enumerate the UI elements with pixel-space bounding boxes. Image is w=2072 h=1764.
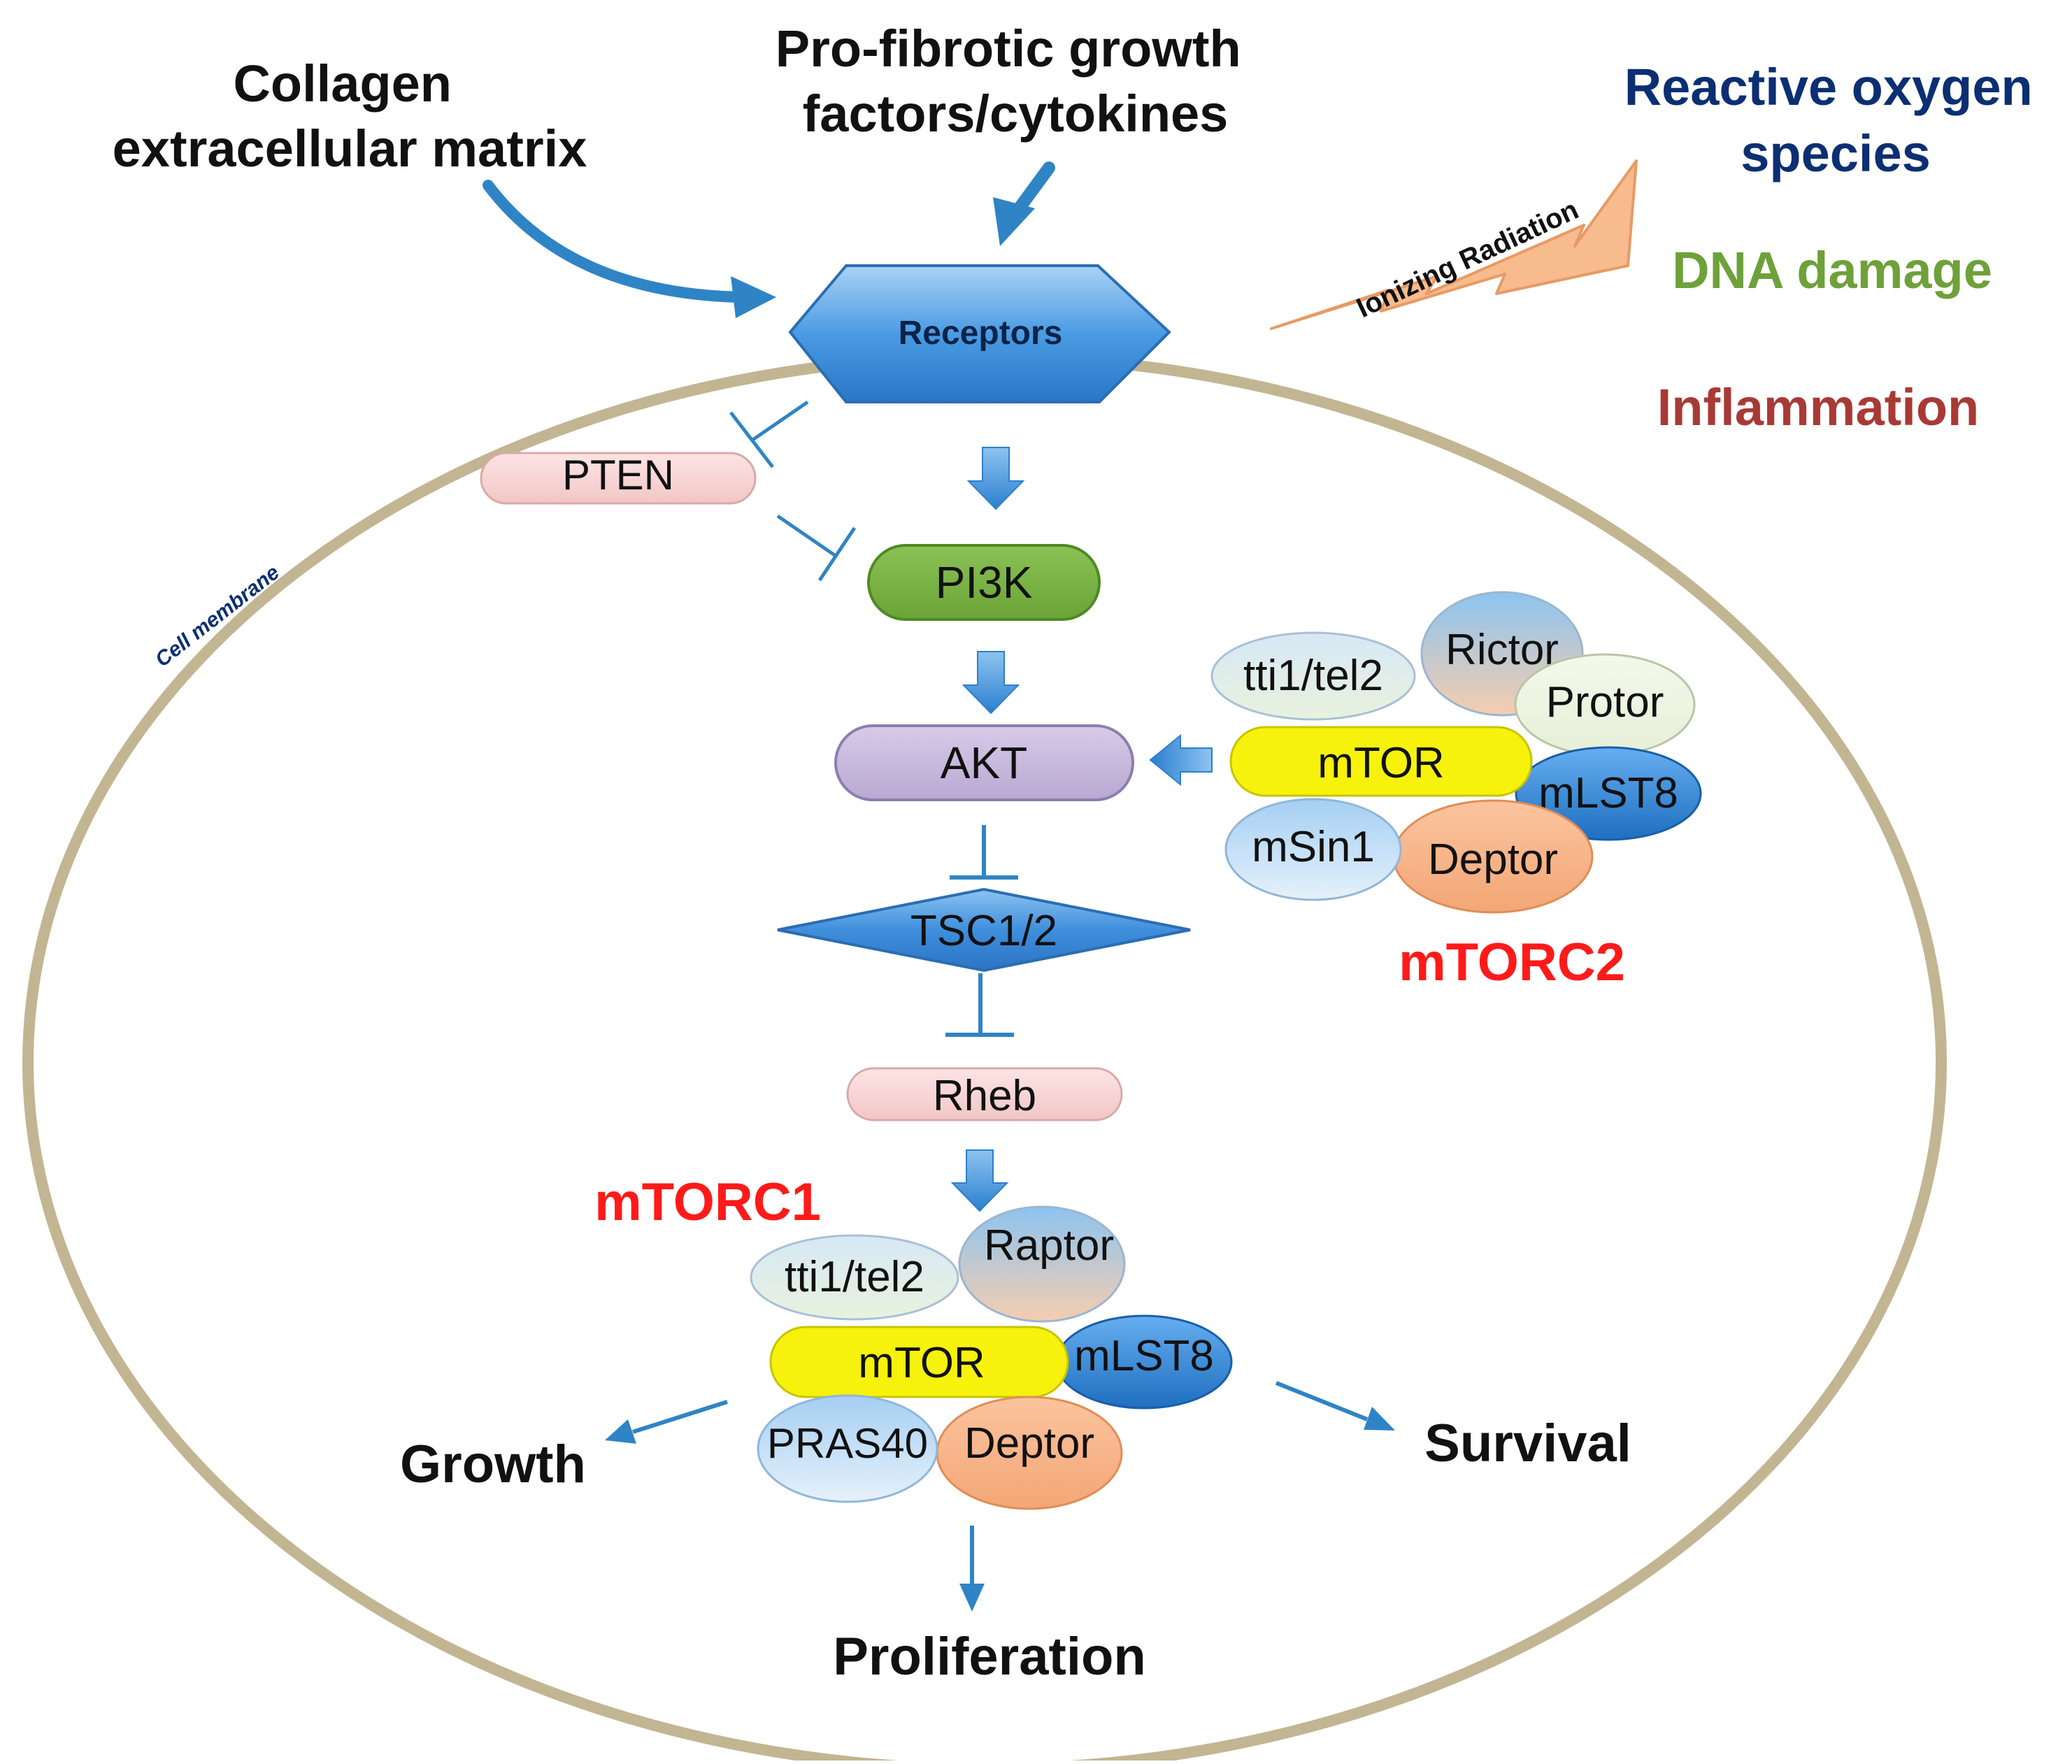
inflammation-label: Inflammation	[1657, 378, 1979, 436]
akt-node: AKT	[834, 724, 1134, 801]
mtorc2-deptor-label: Deptor	[1428, 836, 1558, 884]
mtorc2-protor: Protor	[1514, 653, 1696, 756]
mtorc2-tti1-label: tti1/tel2	[1243, 652, 1383, 700]
survival-arrow	[1275, 1381, 1395, 1430]
mtorc1-mtor-label: mTOR	[858, 1339, 985, 1387]
growth-line-1: Pro-fibrotic growth	[776, 20, 1241, 78]
mtorc1-mlst8: mLST8	[1055, 1314, 1233, 1410]
collagen-line-1: Collagen	[233, 55, 451, 113]
ros-label: Reactive oxygen species	[1624, 58, 2048, 182]
tsc-label: TSC1/2	[910, 907, 1057, 955]
collagen-label: Collagen extracellular matrix	[113, 55, 587, 178]
collagen-arrow	[483, 180, 776, 318]
dna-damage-label: DNA damage	[1672, 241, 1992, 299]
growth-label: Growth	[400, 1435, 586, 1494]
mtorc2-mlst8-label: mLST8	[1538, 769, 1678, 817]
mtorc2-title: mTORC2	[1399, 933, 1625, 992]
receptors-label: Receptors	[899, 315, 1063, 352]
mtorc1-mlst8-label: mLST8	[1074, 1332, 1214, 1380]
pi3k-to-akt-arrow	[962, 651, 1020, 715]
mtorc2-msin1-label: mSin1	[1252, 823, 1375, 871]
tsc-rheb-inhibition	[945, 973, 1014, 1037]
mtorc2-tti1: tti1/tel2	[1210, 631, 1416, 721]
mtorc2-msin1: mSin1	[1224, 798, 1402, 901]
growth-line-2: factors/cytokines	[803, 85, 1229, 143]
mtorc2-protor-label: Protor	[1546, 678, 1664, 726]
ionizing-radiation-bolt: Ionizing Radiation	[1270, 159, 1638, 330]
growth-factors-label: Pro-fibrotic growth factors/cytokines	[776, 20, 1256, 143]
mtorc2-deptor: Deptor	[1392, 799, 1594, 914]
mtorc2-mtor: mTOR	[1229, 726, 1533, 797]
receptor-pten-inhibition	[729, 400, 809, 468]
rheb-label: Rheb	[933, 1072, 1036, 1120]
mtorc2-rictor-label: Rictor	[1445, 626, 1559, 674]
akt-label: AKT	[941, 738, 1027, 788]
mtorc1-complex: mTORC1 Raptor tti1/tel2 mLST8 mTOR Depto…	[594, 1173, 1233, 1510]
pten-pi3k-inhibition	[776, 514, 857, 582]
mtorc1-mtor: mTOR	[769, 1326, 1069, 1398]
mtorc1-deptor-label: Deptor	[964, 1419, 1094, 1468]
mtorc2-to-akt-arrow	[1149, 733, 1213, 787]
pten-label: PTEN	[562, 452, 674, 499]
growth-factor-arrow	[993, 162, 1055, 246]
ros-line-1: Reactive oxygen	[1624, 58, 2033, 116]
receptors-node: Receptors	[788, 264, 1171, 403]
rheb-node: Rheb	[846, 1067, 1123, 1121]
rheb-to-mtorc1-arrow	[950, 1149, 1009, 1212]
receptors-to-pi3k-arrow	[966, 447, 1025, 510]
mtorc1-deptor: Deptor	[936, 1396, 1123, 1510]
mtorc2-mtor-label: mTOR	[1317, 739, 1444, 787]
collagen-line-2: extracellular matrix	[113, 120, 587, 178]
proliferation-arrow	[959, 1526, 985, 1612]
pi3k-node: PI3K	[867, 544, 1101, 621]
mtorc1-raptor-label: Raptor	[984, 1221, 1114, 1270]
ros-line-2: species	[1741, 124, 1931, 182]
pten-node: PTEN	[480, 452, 757, 505]
mtorc1-pras40: PRAS40	[757, 1394, 938, 1503]
mtorc1-pras40-label: PRAS40	[767, 1420, 928, 1467]
cell-membrane-label: Cell membrane	[151, 561, 284, 671]
mtorc2-complex: Rictor tti1/tel2 Protor mLST8 mTOR Depto…	[1210, 591, 1702, 992]
survival-label: Survival	[1424, 1414, 1631, 1473]
pi3k-label: PI3K	[936, 557, 1033, 608]
mtorc1-tti1: tti1/tel2	[750, 1234, 959, 1321]
proliferation-label: Proliferation	[833, 1627, 1146, 1686]
mtorc1-tti1-label: tti1/tel2	[785, 1253, 924, 1301]
growth-arrow	[605, 1400, 728, 1444]
akt-tsc-inhibition	[950, 825, 1018, 880]
tsc-node: TSC1/2	[777, 887, 1191, 973]
mtorc1-raptor: Raptor	[958, 1205, 1126, 1323]
mtorc1-title: mTORC1	[594, 1173, 821, 1232]
